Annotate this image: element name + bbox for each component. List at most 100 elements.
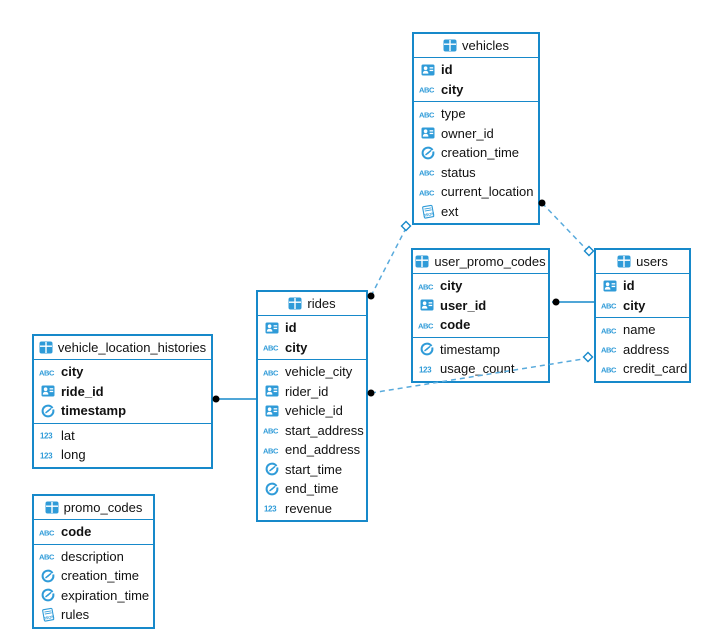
number-123-icon: 123: [418, 362, 436, 376]
column-row[interactable]: end_time: [258, 479, 366, 499]
column-row[interactable]: ABC current_location: [414, 182, 538, 202]
abc-icon: ABC: [601, 362, 619, 376]
svg-text:ABC: ABC: [601, 346, 617, 355]
svg-text:ABC: ABC: [601, 365, 617, 374]
column-row[interactable]: ABC vehicle_city: [258, 362, 366, 382]
column-row[interactable]: ABC end_address: [258, 440, 366, 460]
column-label: address: [623, 341, 670, 357]
key-columns-section: ABC city user_id ABC code: [413, 274, 548, 338]
abc-icon: ABC: [263, 443, 281, 457]
table-card-users[interactable]: users id ABC city ABC name ABC address A…: [594, 248, 691, 383]
column-row[interactable]: user_id: [413, 296, 548, 316]
column-label: vehicle_city: [285, 364, 353, 380]
svg-text:ABC: ABC: [39, 368, 55, 377]
column-label: ext: [441, 203, 459, 219]
column-row[interactable]: ABC city: [34, 362, 211, 382]
table-header-promo_codes[interactable]: promo_codes: [34, 496, 153, 520]
column-row[interactable]: ABC status: [414, 163, 538, 183]
svg-text:JSON: JSON: [43, 614, 55, 621]
column-label: type: [441, 106, 466, 122]
column-row[interactable]: ABC description: [34, 547, 153, 567]
column-label: city: [623, 297, 646, 313]
number-123-icon: 123: [263, 501, 281, 515]
svg-text:123: 123: [419, 365, 432, 374]
id-card-icon: [263, 321, 281, 335]
column-row[interactable]: vehicle_id: [258, 401, 366, 421]
column-row[interactable]: creation_time: [414, 143, 538, 163]
number-123-icon: 123: [39, 448, 57, 462]
column-label: city: [285, 339, 308, 355]
table-icon: [617, 255, 631, 269]
column-row[interactable]: rider_id: [258, 382, 366, 402]
svg-text:123: 123: [40, 432, 53, 441]
many-side-dot-marker: [212, 395, 220, 403]
column-row[interactable]: ride_id: [34, 382, 211, 402]
column-label: id: [623, 278, 635, 294]
table-header-user_promo_codes[interactable]: user_promo_codes: [413, 250, 548, 274]
column-row[interactable]: ABC credit_card: [596, 359, 689, 379]
table-header-users[interactable]: users: [596, 250, 689, 274]
id-card-icon: [263, 384, 281, 398]
column-row[interactable]: timestamp: [413, 340, 548, 360]
column-label: ride_id: [61, 383, 104, 399]
column-row[interactable]: id: [414, 60, 538, 80]
id-card-icon: [419, 63, 437, 77]
column-row[interactable]: ABC type: [414, 104, 538, 124]
column-label: creation_time: [441, 145, 520, 161]
table-header-rides[interactable]: rides: [258, 292, 366, 316]
abc-icon: ABC: [263, 423, 281, 437]
column-row[interactable]: expiration_time: [34, 586, 153, 606]
abc-icon: ABC: [263, 340, 281, 354]
table-icon: [288, 297, 302, 311]
column-row[interactable]: 123 long: [34, 445, 211, 465]
key-columns-section: ABC code: [34, 520, 153, 545]
column-row[interactable]: ABC code: [413, 315, 548, 335]
table-card-user_promo_codes[interactable]: user_promo_codes ABC city user_id ABC co…: [411, 248, 550, 383]
json-document-icon: JSON: [419, 204, 437, 219]
column-row[interactable]: ABC city: [413, 276, 548, 296]
column-row[interactable]: ABC city: [258, 338, 366, 358]
column-row[interactable]: ABC start_address: [258, 421, 366, 441]
column-row[interactable]: timestamp: [34, 401, 211, 421]
column-row[interactable]: id: [258, 318, 366, 338]
column-label: rules: [61, 607, 90, 623]
table-card-rides[interactable]: rides id ABC city ABC vehicle_city rider…: [256, 290, 368, 522]
many-side-dot-marker: [367, 389, 375, 397]
column-row[interactable]: owner_id: [414, 124, 538, 144]
column-row[interactable]: ABC name: [596, 320, 689, 340]
table-header-vehicle_location_histories[interactable]: vehicle_location_histories: [34, 336, 211, 360]
column-label: timestamp: [61, 403, 127, 419]
svg-text:ABC: ABC: [418, 282, 434, 291]
columns-section: ABC name ABC address ABC credit_card: [596, 318, 689, 381]
table-card-vehicle_location_histories[interactable]: vehicle_location_histories ABC city ride…: [32, 334, 213, 469]
column-row[interactable]: ABC address: [596, 340, 689, 360]
column-row[interactable]: 123 lat: [34, 426, 211, 446]
column-label: start_time: [285, 461, 343, 477]
table-card-promo_codes[interactable]: promo_codes ABC code ABC description cre…: [32, 494, 155, 629]
svg-text:ABC: ABC: [418, 321, 434, 330]
column-row[interactable]: ABC city: [414, 80, 538, 100]
column-row[interactable]: id: [596, 276, 689, 296]
clock-icon: [39, 588, 57, 602]
column-row[interactable]: JSON ext: [414, 202, 538, 222]
column-row[interactable]: 123 revenue: [258, 499, 366, 519]
column-label: timestamp: [440, 341, 500, 357]
column-row[interactable]: ABC code: [34, 522, 153, 542]
table-title: promo_codes: [63, 500, 143, 515]
column-label: revenue: [285, 500, 332, 516]
one-side-diamond-marker: [400, 220, 412, 232]
column-label: id: [285, 320, 297, 336]
table-header-vehicles[interactable]: vehicles: [414, 34, 538, 58]
table-card-vehicles[interactable]: vehicles id ABC city ABC type owner_id c…: [412, 32, 540, 225]
column-row[interactable]: creation_time: [34, 566, 153, 586]
abc-icon: ABC: [601, 342, 619, 356]
column-row[interactable]: ABC city: [596, 296, 689, 316]
key-columns-section: ABC city ride_id timestamp: [34, 360, 211, 424]
column-row[interactable]: 123 usage_count: [413, 359, 548, 379]
column-row[interactable]: JSON rules: [34, 605, 153, 625]
relationship-line: [370, 229, 406, 297]
abc-icon: ABC: [601, 298, 619, 312]
column-row[interactable]: start_time: [258, 460, 366, 480]
column-label: city: [61, 364, 84, 380]
relationship-user_promo_codes-to-users: [552, 298, 594, 306]
